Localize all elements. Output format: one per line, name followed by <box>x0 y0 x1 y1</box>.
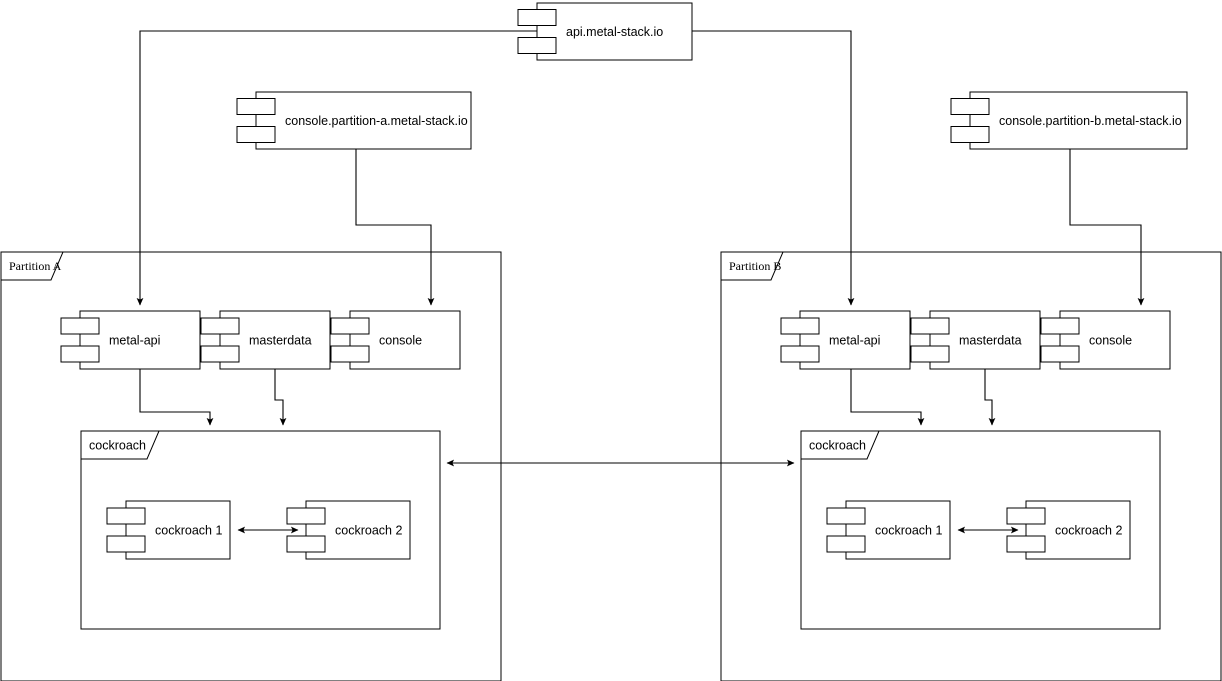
component-tab-upper <box>236 98 276 115</box>
component-label: metal-api <box>829 333 880 347</box>
component-tab-upper <box>950 98 990 115</box>
component-tab-lower <box>1006 535 1046 553</box>
connection-metal-api-b-to-cockroach-b <box>850 369 925 426</box>
component-label: cockroach 2 <box>1055 523 1122 537</box>
component-body <box>969 91 1188 150</box>
component-tab-lower <box>60 345 100 363</box>
cockroach-a-label: cockroach <box>89 438 146 452</box>
component-tab-lower <box>106 535 146 553</box>
component-console-a[interactable]: console.partition-a.metal-stack.io <box>236 91 472 150</box>
connection-console-b-to-console-comp-b <box>1069 149 1145 306</box>
component-label: console <box>1089 333 1132 347</box>
connection-api-to-metal-api-a <box>136 30 537 306</box>
partition-a-label: Partition A <box>9 259 62 273</box>
component-tab-lower <box>826 535 866 553</box>
partition-b-tab <box>720 251 784 281</box>
connection-masterdata-a-to-cockroach-a <box>274 369 287 426</box>
component-label: console.partition-b.metal-stack.io <box>999 114 1182 128</box>
partition-b-label: Partition B <box>729 259 781 273</box>
connection-metal-api-a-to-cockroach-a <box>139 369 214 426</box>
component-tab-upper <box>200 317 240 335</box>
component-tab-upper <box>1006 507 1046 525</box>
component-cockroach-a-2[interactable]: cockroach 2 <box>286 500 411 560</box>
component-cockroach-b-2[interactable]: cockroach 2 <box>1006 500 1131 560</box>
cockroach-b-tab <box>800 430 880 460</box>
component-tab-upper <box>826 507 866 525</box>
component-tab-lower <box>910 345 950 363</box>
component-label: masterdata <box>959 333 1022 347</box>
component-label: masterdata <box>249 333 312 347</box>
component-label: console.partition-a.metal-stack.io <box>285 114 468 128</box>
component-tab-lower <box>1040 345 1080 363</box>
component-api[interactable]: api.metal-stack.io <box>517 2 693 61</box>
component-tab-upper <box>330 317 370 335</box>
component-body <box>536 2 693 61</box>
component-tab-upper <box>1040 317 1080 335</box>
component-metal-api-a[interactable]: metal-api <box>60 310 201 370</box>
component-tab-upper <box>517 9 557 26</box>
component-metal-api-b[interactable]: metal-api <box>780 310 911 370</box>
component-tab-upper <box>286 507 326 525</box>
cockroach-a-tab <box>80 430 160 460</box>
component-tab-lower <box>330 345 370 363</box>
connection-masterdata-b-to-cockroach-b <box>984 369 996 426</box>
component-body <box>255 91 472 150</box>
connection-api-to-metal-api-b <box>692 30 855 306</box>
component-cockroach-a-1[interactable]: cockroach 1 <box>106 500 231 560</box>
component-console-b[interactable]: console.partition-b.metal-stack.io <box>950 91 1188 150</box>
component-console-comp-b[interactable]: console <box>1040 310 1171 370</box>
partition-a-tab <box>0 251 64 281</box>
component-tab-lower <box>517 37 557 54</box>
component-label: api.metal-stack.io <box>566 25 663 39</box>
component-tab-upper <box>780 317 820 335</box>
connection-layer <box>136 30 1145 534</box>
component-layer: api.metal-stack.io console.partition-a.me… <box>60 2 1188 560</box>
component-console-comp-a[interactable]: console <box>330 310 461 370</box>
component-tab-upper <box>60 317 100 335</box>
component-body <box>79 310 201 370</box>
component-tab-upper <box>910 317 950 335</box>
component-tab-upper <box>106 507 146 525</box>
component-tab-lower <box>286 535 326 553</box>
cockroach-b-label: cockroach <box>809 438 866 452</box>
component-label: cockroach 1 <box>155 523 222 537</box>
component-masterdata-a[interactable]: masterdata <box>200 310 331 370</box>
component-tab-lower <box>200 345 240 363</box>
component-tab-lower <box>236 126 276 143</box>
component-label: cockroach 2 <box>335 523 402 537</box>
component-tab-lower <box>780 345 820 363</box>
component-label: console <box>379 333 422 347</box>
component-label: cockroach 1 <box>875 523 942 537</box>
component-cockroach-b-1[interactable]: cockroach 1 <box>826 500 951 560</box>
component-label: metal-api <box>109 333 160 347</box>
connection-console-a-to-console-comp-a <box>355 149 435 306</box>
component-tab-lower <box>950 126 990 143</box>
component-masterdata-b[interactable]: masterdata <box>910 310 1041 370</box>
